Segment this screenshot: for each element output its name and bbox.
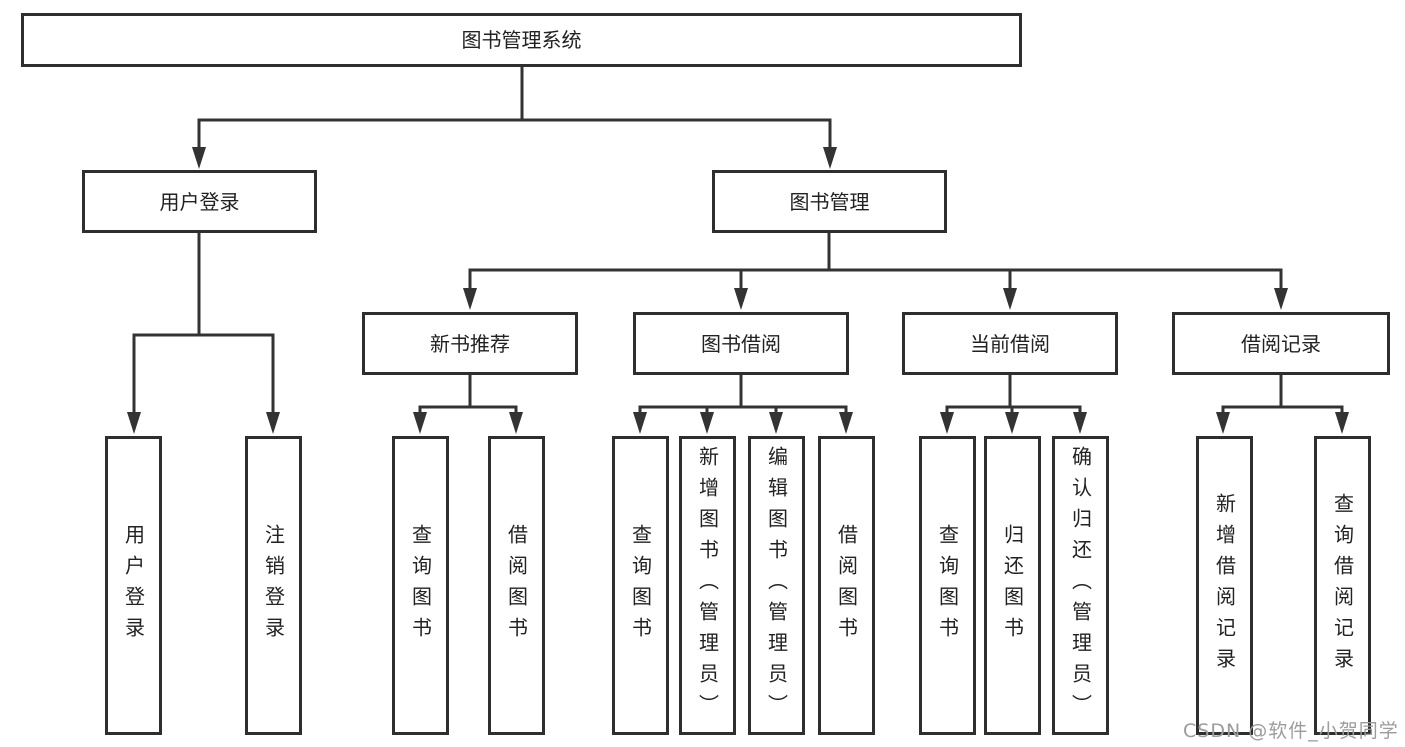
leaf-query-books-recommend: 查询图书 — [392, 436, 449, 735]
leaf-query-books-borrow: 查询图书 — [612, 436, 669, 735]
leaf-add-books-admin: 新增图书（管理员） — [679, 436, 736, 735]
leaf-label: 用户登录 — [121, 523, 146, 648]
leaf-label: 查询图书 — [628, 523, 653, 648]
leaf-query-books-current: 查询图书 — [919, 436, 976, 735]
node-current-borrow: 当前借阅 — [902, 312, 1118, 375]
leaf-label: 查询借阅记录 — [1330, 492, 1355, 679]
node-borrow-records: 借阅记录 — [1172, 312, 1390, 375]
leaf-edit-books-admin: 编辑图书（管理员） — [748, 436, 805, 735]
leaf-label: 查询图书 — [935, 523, 960, 648]
csdn-watermark: CSDN @软件_小贺同学 — [1183, 720, 1399, 742]
leaf-label: 借阅图书 — [504, 523, 529, 648]
leaf-label: 新增图书（管理员） — [695, 446, 720, 725]
leaf-label: 确认归还（管理员） — [1068, 446, 1093, 725]
leaf-label: 查询图书 — [408, 523, 433, 648]
leaf-return-books: 归还图书 — [984, 436, 1041, 735]
node-new-book-recommend: 新书推荐 — [362, 312, 578, 375]
node-user-login: 用户登录 — [82, 170, 317, 233]
node-book-borrow: 图书借阅 — [633, 312, 849, 375]
leaf-user-login: 用户登录 — [105, 436, 162, 735]
node-book-management: 图书管理 — [712, 170, 947, 233]
leaf-borrow-books-recommend: 借阅图书 — [488, 436, 545, 735]
leaf-label: 归还图书 — [1000, 523, 1025, 648]
leaf-borrow-books: 借阅图书 — [818, 436, 875, 735]
node-root-system: 图书管理系统 — [21, 13, 1022, 67]
leaf-label: 新增借阅记录 — [1212, 492, 1237, 679]
leaf-label: 编辑图书（管理员） — [764, 446, 789, 725]
leaf-label: 借阅图书 — [834, 523, 859, 648]
leaf-label: 注销登录 — [261, 523, 286, 648]
leaf-query-borrow-record: 查询借阅记录 — [1314, 436, 1371, 735]
leaf-add-borrow-record: 新增借阅记录 — [1196, 436, 1253, 735]
leaf-logout: 注销登录 — [245, 436, 302, 735]
leaf-confirm-return-admin: 确认归还（管理员） — [1052, 436, 1109, 735]
